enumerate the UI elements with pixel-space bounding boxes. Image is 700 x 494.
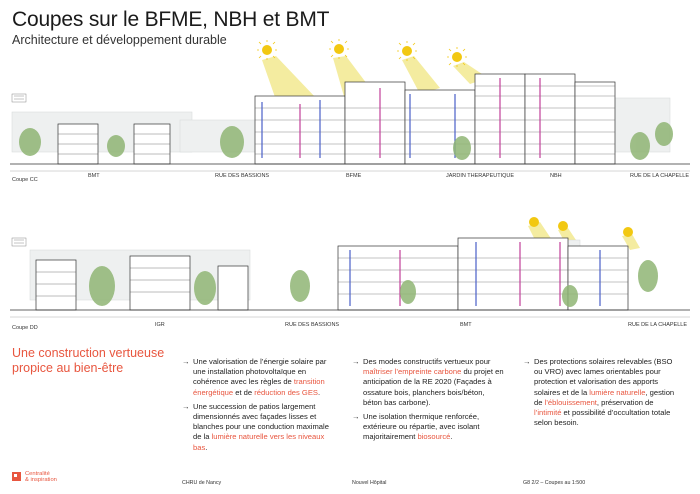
lead-heading: Une construction vertueuse propice au bi…	[12, 346, 165, 375]
bullet: Des modes constructifs vertueux pour maî…	[352, 357, 504, 408]
zone-label: BMT	[88, 173, 100, 179]
text-column-3: Des protections solaires relevables (BSO…	[523, 357, 675, 432]
zone-label: RUE DE LA CHAPELLE	[628, 322, 687, 328]
footer-logo: Centralité & inspiration	[12, 471, 57, 484]
zone-label: RUE DES BASSIONS	[215, 173, 270, 179]
section-cc-drawing	[10, 39, 690, 172]
logo-icon	[12, 472, 21, 481]
section-dd-label: Coupe DD	[12, 325, 38, 331]
section-cc-label: Coupe CC	[12, 177, 38, 183]
zone-label: JARDIN THERAPEUTIQUE	[446, 173, 515, 179]
sun-icon	[529, 217, 633, 237]
zone-label: BFME	[346, 173, 362, 179]
zone-label: RUE DES BASSIONS	[285, 322, 340, 328]
page-subtitle: Architecture et développement durable	[12, 33, 227, 47]
footer-page: G8 2/2 – Coupes au 1:500	[523, 480, 586, 486]
bullet: Une succession de patios largement dimen…	[182, 402, 334, 453]
bullet: Une isolation thermique renforcée, extér…	[352, 412, 504, 443]
text-column-2: Des modes constructifs vertueux pour maî…	[352, 357, 504, 447]
zone-label: RUE DE LA CHAPELLE	[630, 173, 689, 179]
zone-label: IGR	[155, 322, 165, 328]
page-title: Coupes sur le BFME, NBH et BMT	[12, 8, 330, 31]
logo-line-1: Centralité	[25, 471, 50, 477]
logo-line-2: & inspiration	[25, 477, 57, 484]
sun-icon	[262, 44, 462, 62]
bullet: Une valorisation de l’énergie solaire pa…	[182, 357, 334, 398]
bullet: Des protections solaires relevables (BSO…	[523, 357, 675, 428]
footer-project: Nouvel Hôpital	[352, 480, 387, 486]
zone-label: NBH	[550, 173, 562, 179]
footer-client: CHRU de Nancy	[182, 480, 222, 486]
text-column-1: Une valorisation de l’énergie solaire pa…	[182, 357, 334, 457]
zone-label: BMT	[460, 322, 472, 328]
section-dd-drawing	[10, 217, 690, 318]
